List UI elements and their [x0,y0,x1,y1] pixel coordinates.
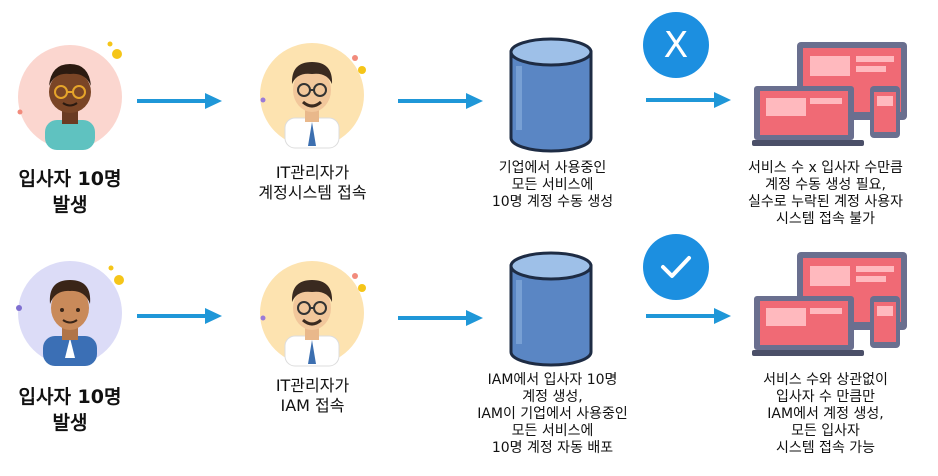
row1-db-label: 기업에서 사용중인 모든 서비스에 10명 계정 수동 생성 [491,160,614,210]
arrow-right-icon [398,93,483,109]
devices-icon [752,252,907,356]
x-status-badge: X [643,12,709,78]
row1-person-label: 입사자 10명 발생 [18,168,122,216]
arrow-right-icon [137,308,222,324]
database-icon [509,251,593,367]
row2-result-label: 서비스 수와 상관없이 입사자 수 만큼만 IAM에서 계정 생성, 모든 입사… [763,372,888,456]
devices-icon [752,42,907,146]
row2-person-label: 입사자 10명 발생 [18,386,122,434]
new-hire-avatar [16,261,124,366]
check-status-badge [643,234,709,300]
it-admin-avatar [260,43,366,149]
arrow-right-icon [137,93,222,109]
arrow-right-icon [398,310,483,326]
row1-admin-label: IT관리자가 계정시스템 접속 [258,163,367,202]
x-icon: X [663,24,689,66]
arrow-right-icon [646,92,731,108]
check-icon [661,256,691,278]
arrow-right-icon [646,308,731,324]
row1-result-label: 서비스 수 x 입사자 수만큼 계정 수동 생성 필요, 실수로 누락된 계정 … [747,160,904,227]
row2-admin-label: IT관리자가 IAM 접속 [275,376,350,415]
new-hire-avatar [17,41,122,150]
row2-db-label: IAM에서 입사자 10명 계정 생성, IAM이 기업에서 사용중인 모든 서… [477,372,628,456]
database-icon [509,37,593,153]
it-admin-avatar [260,261,366,367]
